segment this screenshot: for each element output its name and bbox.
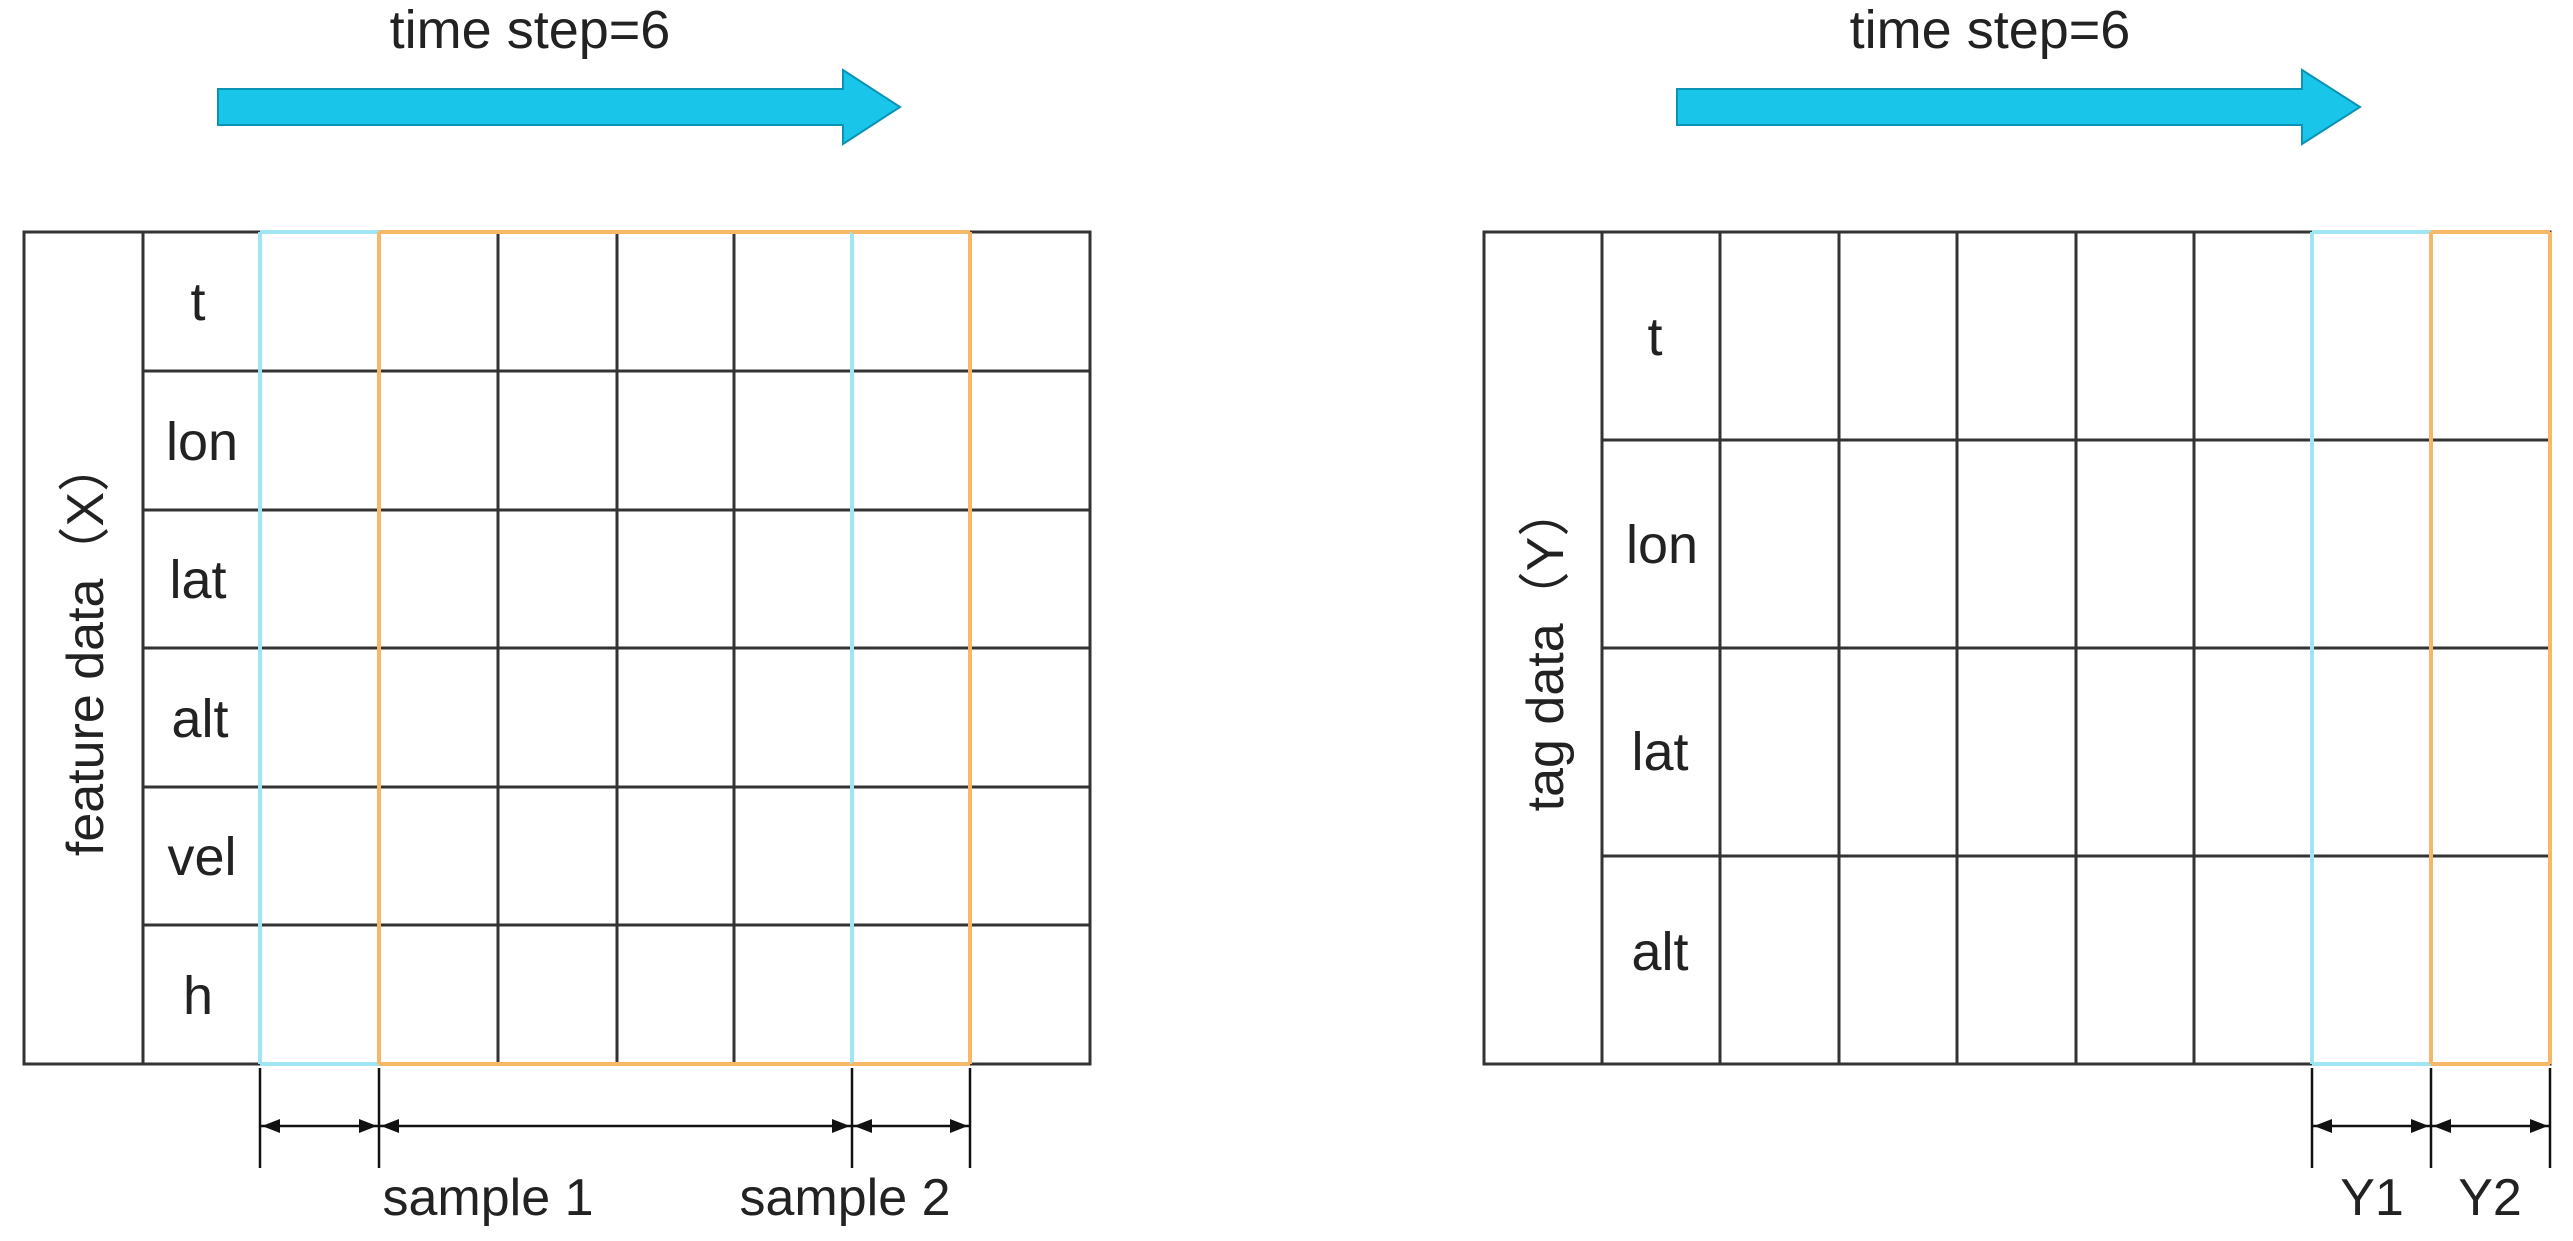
row-label-lat: lat	[169, 550, 226, 610]
feature-data-axis-label: feature data（X）	[57, 440, 115, 856]
row-label-lon: lon	[166, 412, 238, 472]
y1-label: Y1	[2340, 1169, 2404, 1227]
left-sample2-window	[850, 230, 972, 1066]
y2-label: Y2	[2458, 1169, 2522, 1227]
row-label-vel: vel	[167, 827, 236, 887]
right-time-step-label: time step=6	[1850, 0, 2131, 60]
left-time-arrow	[217, 68, 902, 146]
right-arrow-shape	[1676, 68, 2362, 146]
right-time-arrow	[1676, 68, 2362, 146]
feature-data-panel: time step=6	[22, 0, 1092, 1227]
row-label-alt: alt	[171, 689, 228, 749]
right-y1-window	[2310, 230, 2431, 1066]
row-label-t: t	[1647, 307, 1662, 367]
sample-2-label: sample 2	[740, 1169, 951, 1227]
left-arrow-shape	[217, 68, 902, 146]
row-label-t: t	[190, 272, 205, 332]
right-dimension-lines	[2310, 1068, 2552, 1168]
left-sample1-window	[258, 230, 852, 1066]
row-label-lon: lon	[1626, 515, 1698, 575]
row-label-alt: alt	[1631, 922, 1688, 982]
right-row-labels: t lon lat alt	[1626, 307, 1698, 982]
right-y2-window	[2429, 230, 2552, 1066]
row-label-h: h	[183, 966, 213, 1026]
sample-1-label: sample 1	[383, 1169, 594, 1227]
left-dimension-lines	[258, 1068, 972, 1168]
tag-data-axis-label: tag data（Y）	[1517, 485, 1575, 812]
tag-data-panel: time step=6	[1482, 0, 2552, 1227]
left-row-labels: t lon lat alt vel h	[166, 272, 238, 1026]
left-time-step-label: time step=6	[390, 0, 671, 60]
row-label-lat: lat	[1631, 722, 1688, 782]
